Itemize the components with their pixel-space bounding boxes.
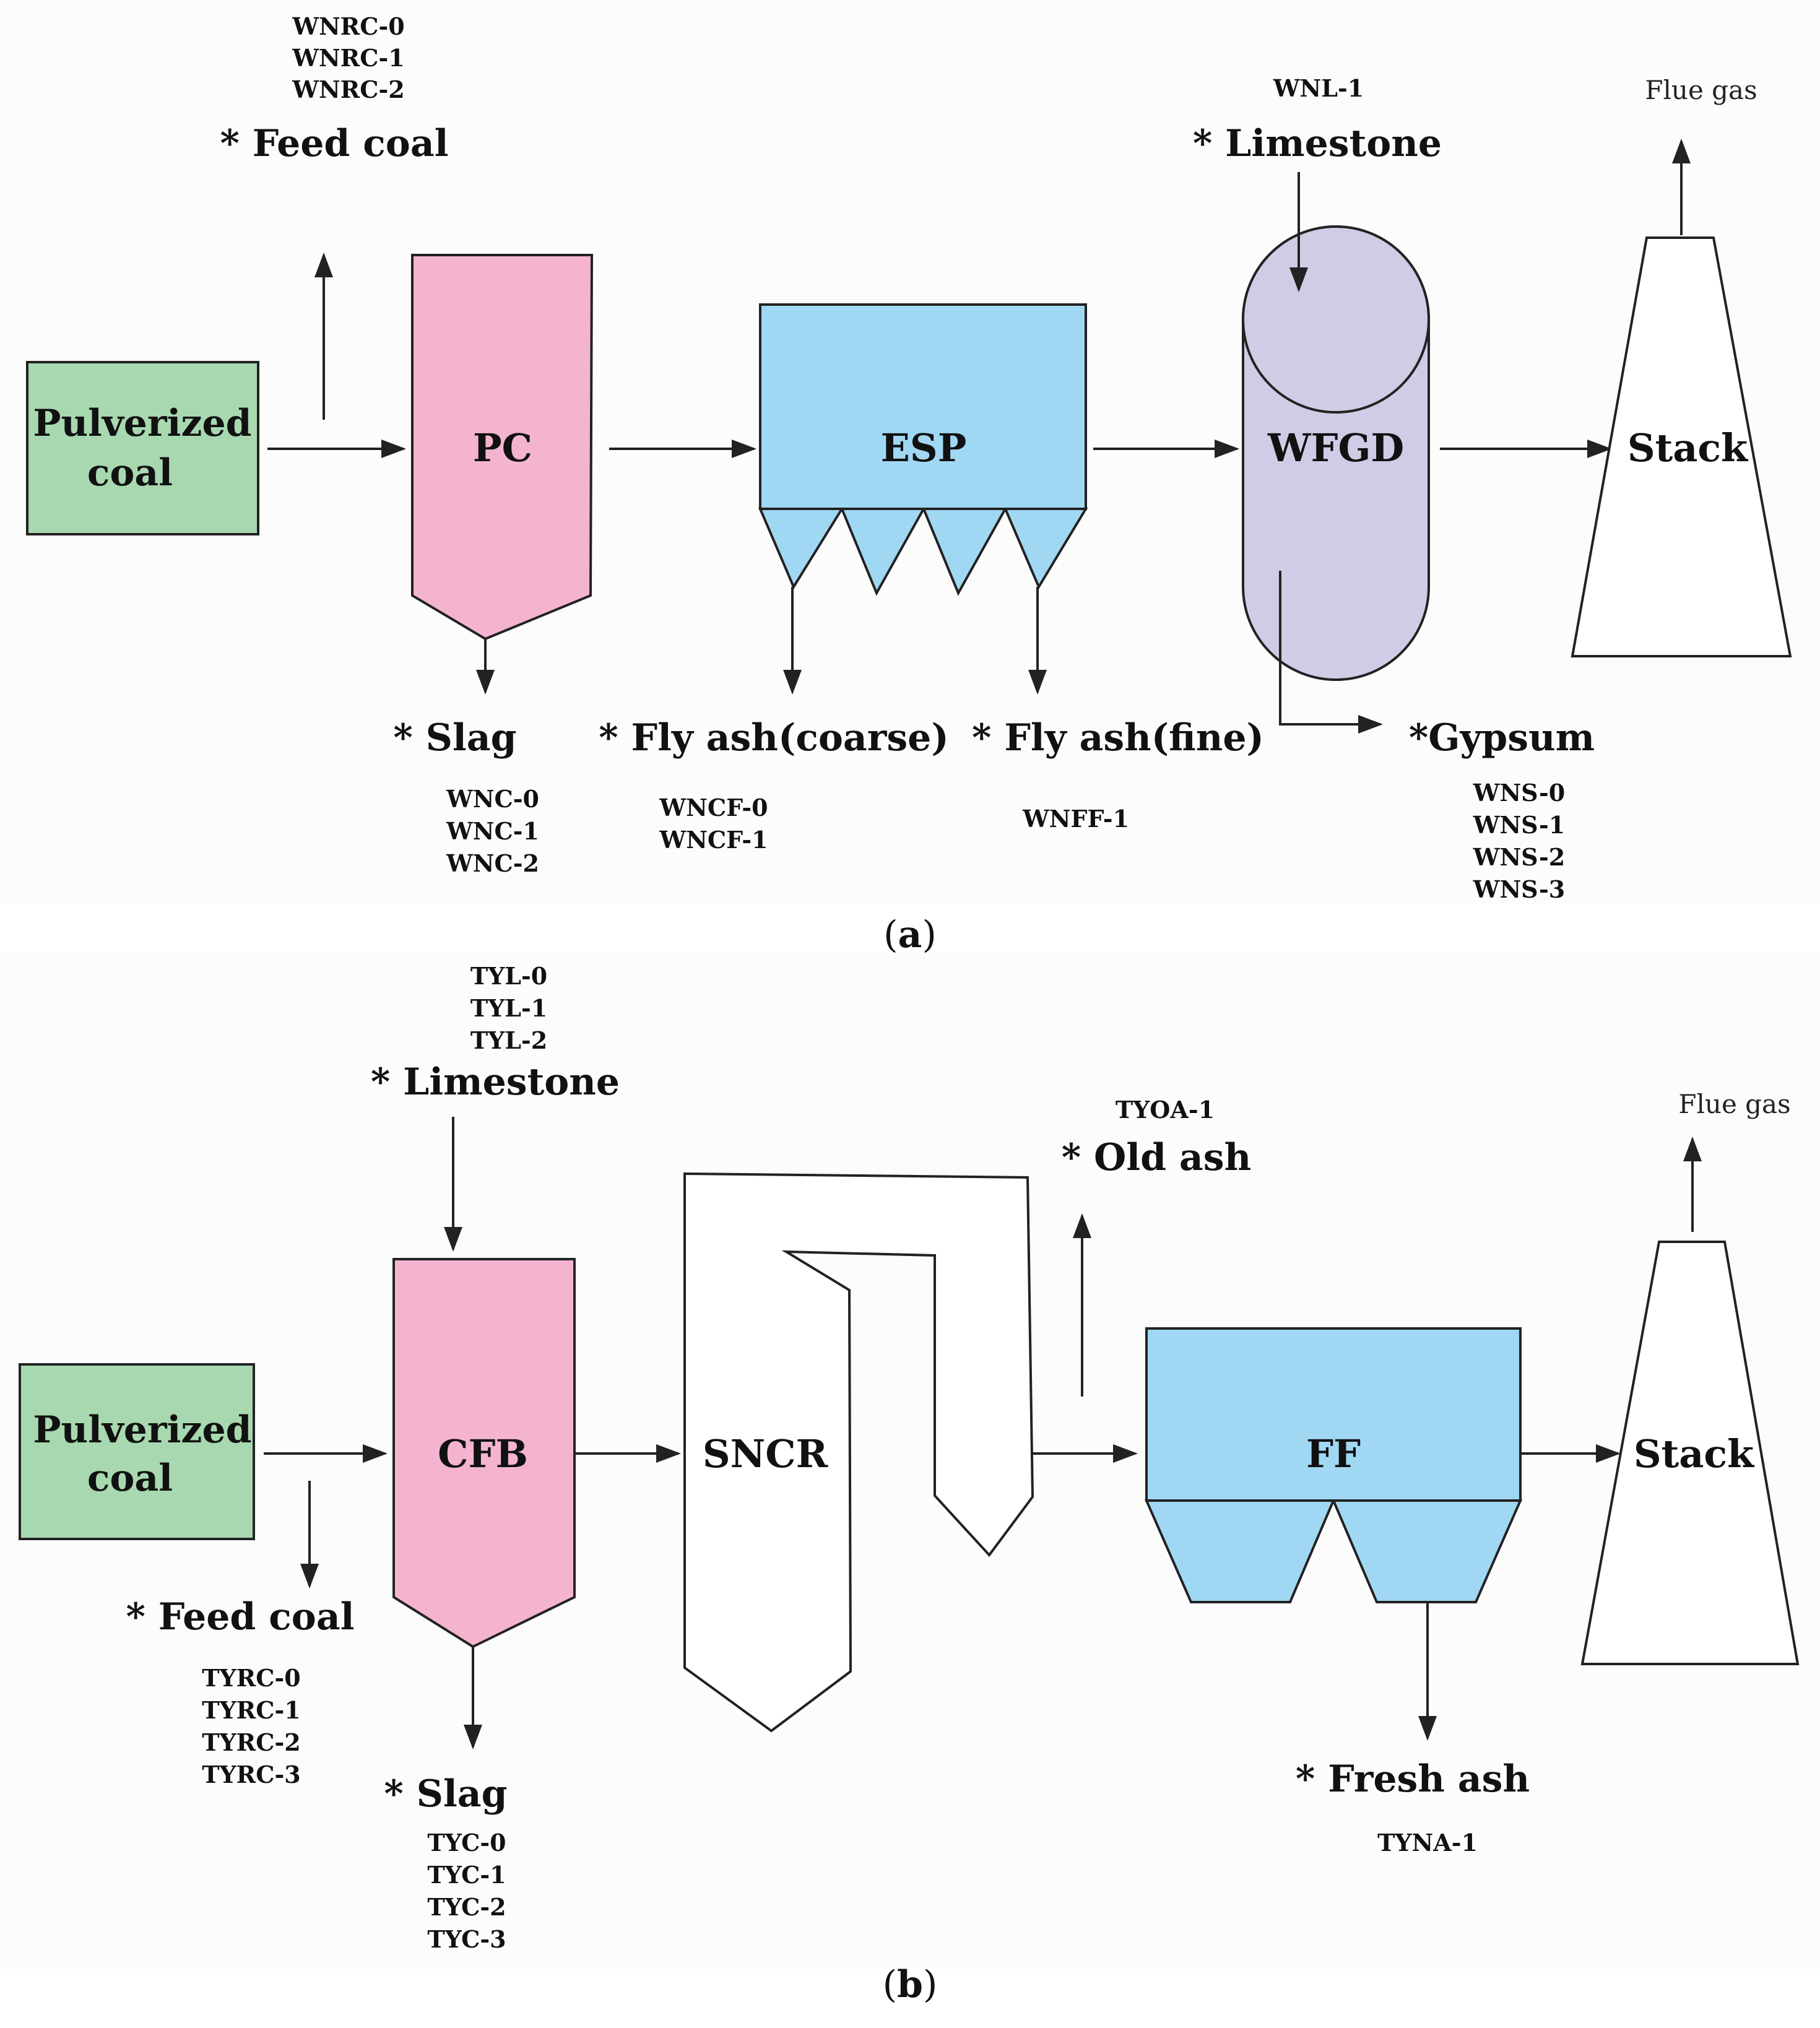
flue-gas-label-b: Flue gas	[1678, 1089, 1790, 1119]
code-tyrc-3: TYRC-3	[202, 1761, 300, 1788]
flue-gas-label-a: Flue gas	[1645, 75, 1757, 105]
feed-coal-label-b: * Feed coal	[126, 1595, 355, 1639]
panel-b: Pulverized coal * Feed coal TYRC-0 TYRC-…	[19, 962, 1800, 2006]
esp-label: ESP	[881, 425, 967, 470]
pulverized-coal-label-line1-b: Pulverized	[33, 1408, 251, 1452]
caption-a: (a)	[883, 913, 937, 956]
stack-a: Stack	[1571, 236, 1792, 657]
ff-body	[1145, 1327, 1522, 1502]
wfgd-top-cap	[1242, 225, 1430, 414]
pulverized-coal-box-b: Pulverized coal	[19, 1363, 255, 1540]
code-wncf-0: WNCF-0	[659, 794, 768, 821]
stack-b: Stack	[1580, 1241, 1800, 1665]
code-tyl-1: TYL-1	[470, 994, 547, 1022]
pulverized-coal-label-line1-a: Pulverized	[33, 402, 251, 445]
fly-ash-coarse-label: * Fly ash(coarse)	[599, 716, 948, 760]
sncr-shape	[683, 1172, 1034, 1733]
code-tyl-0: TYL-0	[470, 962, 547, 990]
code-tyl-2: TYL-2	[470, 1026, 547, 1054]
code-tyc-0: TYC-0	[427, 1829, 506, 1857]
stack-shape-a	[1571, 236, 1792, 657]
ff-hopper-2	[1331, 1499, 1523, 1603]
slag-label-b: * Slag	[384, 1772, 507, 1816]
cfb-label: CFB	[438, 1431, 528, 1476]
esp-hopper-1	[758, 508, 844, 590]
slag-codes-a: WNC-0 WNC-1 WNC-2	[446, 785, 539, 877]
code-wnl-1: WNL-1	[1273, 74, 1364, 102]
esp-hopper-3	[922, 508, 1008, 596]
code-wnff-1: WNFF-1	[1022, 805, 1129, 833]
fly-ash-fine-label: * Fly ash(fine)	[972, 716, 1264, 760]
panel-b-background	[0, 953, 1820, 1969]
pc-boiler-shape	[411, 254, 594, 641]
code-wnc-2: WNC-2	[446, 849, 539, 877]
limestone-codes-b: TYL-0 TYL-1 TYL-2	[470, 962, 547, 1054]
limestone-label-b: * Limestone	[371, 1060, 620, 1104]
code-wns-0: WNS-0	[1473, 779, 1565, 807]
feed-coal-label-a: * Feed coal	[220, 122, 449, 165]
code-tyrc-1: TYRC-1	[202, 1696, 300, 1724]
stack-shape-b	[1580, 1241, 1800, 1665]
sncr-label: SNCR	[703, 1431, 828, 1476]
pc-boiler: PC	[411, 254, 594, 641]
cfb-boiler: CFB	[392, 1258, 576, 1649]
esp-hopper-2	[840, 508, 926, 596]
code-wns-2: WNS-2	[1473, 843, 1565, 871]
pc-label: PC	[473, 425, 532, 470]
cfb-boiler-shape	[392, 1258, 576, 1649]
pulverized-coal-rect-a	[26, 361, 259, 535]
feed-coal-codes-a: WNRC-0 WNRC-1 WNRC-2	[292, 12, 404, 103]
code-tyrc-2: TYRC-2	[202, 1728, 300, 1756]
slag-label-a: * Slag	[393, 716, 516, 760]
stack-label-a: Stack	[1627, 425, 1749, 470]
pulverized-coal-label-line2-a: coal	[87, 451, 173, 495]
limestone-label-a: * Limestone	[1193, 122, 1442, 165]
slag-codes-b: TYC-0 TYC-1 TYC-2 TYC-3	[427, 1829, 506, 1953]
gypsum-label: *Gypsum	[1409, 716, 1595, 760]
code-wnrc-1: WNRC-1	[292, 44, 404, 72]
code-tyoa-1: TYOA-1	[1116, 1096, 1215, 1124]
code-wnrc-2: WNRC-2	[292, 76, 404, 103]
fresh-ash-label: * Fresh ash	[1296, 1757, 1530, 1801]
feed-coal-codes-b: TYRC-0 TYRC-1 TYRC-2 TYRC-3	[202, 1664, 300, 1788]
stack-label-b: Stack	[1634, 1431, 1755, 1476]
ff-hopper-1	[1144, 1499, 1336, 1603]
code-tyna-1: TYNA-1	[1377, 1829, 1478, 1857]
limestone-codes-a: WNL-1	[1273, 74, 1364, 102]
code-tyrc-0: TYRC-0	[202, 1664, 300, 1692]
wfgd-label: WFGD	[1267, 425, 1404, 470]
code-wncf-1: WNCF-1	[659, 826, 768, 854]
gypsum-arrow	[1279, 571, 1383, 734]
esp-body	[759, 303, 1087, 510]
old-ash-label: * Old ash	[1062, 1136, 1251, 1179]
ff-label: FF	[1306, 1431, 1361, 1476]
pulverized-coal-label-line2-b: coal	[87, 1457, 173, 1500]
code-wnc-1: WNC-1	[446, 817, 539, 845]
pulverized-coal-rect-b	[19, 1363, 255, 1540]
pulverized-coal-box-a: Pulverized coal	[26, 361, 259, 535]
sncr-unit: SNCR	[683, 1172, 1034, 1733]
wfgd-scrubber: WFGD	[1242, 225, 1430, 681]
code-wns-1: WNS-1	[1473, 811, 1565, 839]
fly-ash-coarse-codes: WNCF-0 WNCF-1	[659, 794, 768, 854]
gypsum-codes: WNS-0 WNS-1 WNS-2 WNS-3	[1473, 779, 1565, 903]
caption-b: (b)	[883, 1963, 938, 2006]
code-wnrc-0: WNRC-0	[292, 12, 404, 40]
panel-a: Pulverized coal WNRC-0 WNRC-1 WNRC-2 * F…	[26, 12, 1792, 956]
code-wnc-0: WNC-0	[446, 785, 539, 813]
esp-hopper-4	[1003, 508, 1088, 590]
code-wns-3: WNS-3	[1473, 875, 1565, 903]
code-tyc-2: TYC-2	[427, 1893, 506, 1921]
code-tyc-1: TYC-1	[427, 1861, 506, 1889]
esp-precipitator: ESP	[758, 303, 1088, 596]
code-tyc-3: TYC-3	[427, 1925, 506, 1953]
ff-filter: FF	[1144, 1327, 1523, 1603]
